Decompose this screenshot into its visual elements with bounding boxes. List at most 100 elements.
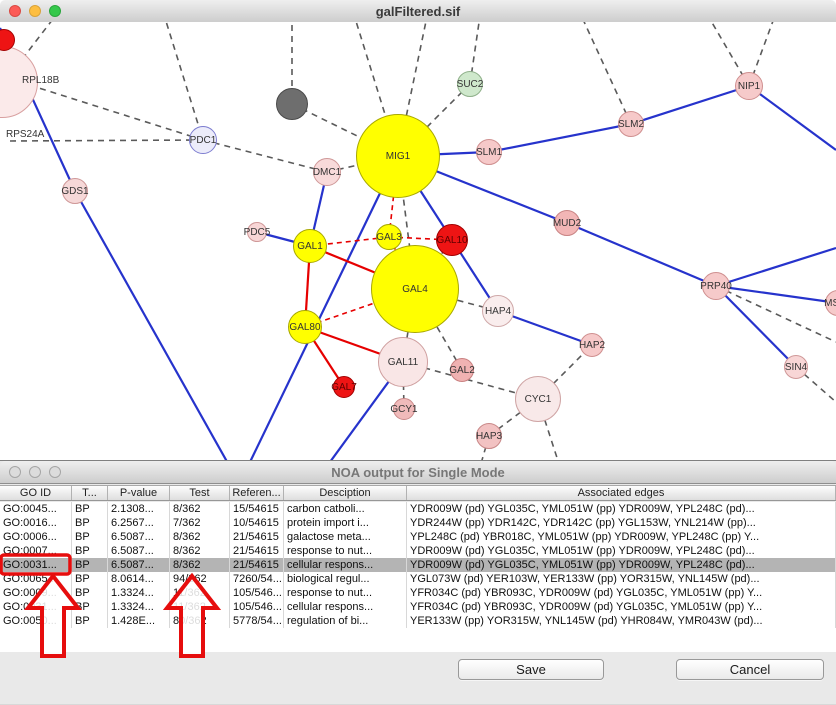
table-cell[interactable]: GO:0045... [0, 502, 72, 516]
graph-node-gal3[interactable]: GAL3 [376, 224, 402, 250]
column-header[interactable]: GO ID [0, 486, 72, 500]
column-header[interactable]: Referen... [230, 486, 284, 500]
table-cell[interactable]: 10/54615 [230, 516, 284, 530]
table-cell[interactable]: 6.5087... [108, 530, 170, 544]
table-cell[interactable]: 21/54615 [230, 544, 284, 558]
table-cell[interactable]: YGL073W (pd) YER103W, YER133W (pp) YOR31… [407, 572, 836, 586]
graph-node-gal11[interactable]: GAL11 [378, 337, 428, 387]
table-cell[interactable]: response to nut... [284, 544, 407, 558]
column-header[interactable]: T... [72, 486, 108, 500]
table-cell[interactable]: cellular respons... [284, 558, 407, 572]
graph-node-dmc1[interactable]: DMC1 [313, 158, 341, 186]
table-cell[interactable]: BP [72, 502, 108, 516]
graph-node-mig1[interactable]: MIG1 [356, 114, 440, 198]
table-cell[interactable]: 1.3324... [108, 586, 170, 600]
graph-node-dark-node[interactable] [276, 88, 308, 120]
save-button[interactable]: Save [458, 659, 604, 680]
graph-node-pdc5[interactable]: PDC5 [244, 222, 270, 242]
table-cell[interactable]: galactose meta... [284, 530, 407, 544]
zoom-button[interactable] [49, 466, 61, 478]
graph-node-gal10[interactable]: GAL10 [436, 224, 468, 256]
noa-window-titlebar[interactable]: NOA output for Single Mode [0, 461, 836, 484]
table-cell[interactable]: GO:0009... [0, 586, 72, 600]
graph-node-hap2[interactable]: HAP2 [579, 333, 605, 357]
table-cell[interactable]: 7260/54... [230, 572, 284, 586]
close-button[interactable] [9, 466, 21, 478]
table-cell[interactable]: 15/54615 [230, 502, 284, 516]
minimize-button[interactable] [29, 5, 41, 17]
graph-node-slm1[interactable]: SLM1 [476, 139, 502, 165]
table-cell[interactable]: BP [72, 600, 108, 614]
table-cell[interactable]: GO:0031... [0, 600, 72, 614]
table-cell[interactable]: BP [72, 516, 108, 530]
table-cell[interactable]: carbon catboli... [284, 502, 407, 516]
table-cell[interactable]: 105/546... [230, 600, 284, 614]
table-cell[interactable]: 8/362 [170, 502, 230, 516]
table-cell[interactable]: 1.3324... [108, 600, 170, 614]
graph-node-gal2[interactable]: GAL2 [449, 358, 475, 382]
table-cell[interactable]: GO:0050... [0, 614, 72, 628]
table-cell[interactable]: BP [72, 586, 108, 600]
table-cell[interactable]: YER133W (pp) YOR315W, YNL145W (pd) YHR08… [407, 614, 836, 628]
table-cell[interactable]: 11/362 [170, 600, 230, 614]
table-cell[interactable]: GO:0031... [0, 558, 72, 572]
table-cell[interactable]: 7/362 [170, 516, 230, 530]
table-cell[interactable]: YPL248C (pd) YBR018C, YML051W (pp) YDR00… [407, 530, 836, 544]
table-cell[interactable]: 94/362 [170, 572, 230, 586]
graph-node-hap3[interactable]: HAP3 [476, 423, 502, 449]
graph-node-hap4[interactable]: HAP4 [482, 295, 514, 327]
table-cell[interactable]: 8/362 [170, 530, 230, 544]
column-header[interactable]: Test [170, 486, 230, 500]
graph-node-gal4[interactable]: GAL4 [371, 245, 459, 333]
table-cell[interactable]: GO:0006... [0, 530, 72, 544]
close-button[interactable] [9, 5, 21, 17]
table-cell[interactable]: BP [72, 614, 108, 628]
column-header[interactable]: P-value [108, 486, 170, 500]
graph-node-pdc1[interactable]: PDC1 [189, 126, 217, 154]
table-cell[interactable]: BP [72, 544, 108, 558]
table-cell[interactable]: protein import i... [284, 516, 407, 530]
minimize-button[interactable] [29, 466, 41, 478]
table-cell[interactable]: 6.2567... [108, 516, 170, 530]
table-cell[interactable]: 8.0614... [108, 572, 170, 586]
table-cell[interactable]: GO:0065... [0, 572, 72, 586]
table-cell[interactable]: YDR009W (pd) YGL035C, YML051W (pp) YDR00… [407, 502, 836, 516]
graph-node-cyc1[interactable]: CYC1 [515, 376, 561, 422]
zoom-button[interactable] [49, 5, 61, 17]
table-cell[interactable]: YDR009W (pd) YGL035C, YML051W (pp) YDR00… [407, 544, 836, 558]
graph-node-gal7[interactable]: GAL7 [331, 376, 357, 398]
column-header[interactable]: Desciption [284, 486, 407, 500]
table-cell[interactable]: GO:0016... [0, 516, 72, 530]
graph-node-suc2[interactable]: SUC2 [457, 71, 483, 97]
table-cell[interactable]: YFR034C (pd) YBR093C, YDR009W (pd) YGL03… [407, 600, 836, 614]
network-window-titlebar[interactable]: galFiltered.sif [0, 0, 836, 23]
table-cell[interactable]: 21/54615 [230, 558, 284, 572]
graph-node-gcy1[interactable]: GCY1 [390, 398, 418, 420]
graph-node-gal80[interactable]: GAL80 [288, 310, 322, 344]
graph-node-nip1[interactable]: NIP1 [735, 72, 763, 100]
table-cell[interactable]: BP [72, 530, 108, 544]
table-cell[interactable]: 8/362 [170, 544, 230, 558]
graph-node-mud2[interactable]: MUD2 [553, 210, 581, 236]
table-cell[interactable]: cellular respons... [284, 600, 407, 614]
graph-node-prp40[interactable]: PRP40 [700, 272, 732, 300]
column-header[interactable]: Associated edges [407, 486, 836, 500]
graph-node-slm2[interactable]: SLM2 [618, 111, 644, 137]
cancel-button[interactable]: Cancel [676, 659, 824, 680]
table-cell[interactable]: 21/54615 [230, 530, 284, 544]
table-cell[interactable]: YFR034C (pd) YBR093C, YDR009W (pd) YGL03… [407, 586, 836, 600]
table-cell[interactable]: 6.5087... [108, 544, 170, 558]
table-cell[interactable]: 8/362 [170, 558, 230, 572]
table-cell[interactable]: 2.1308... [108, 502, 170, 516]
table-cell[interactable]: 80/362 [170, 614, 230, 628]
table-cell[interactable]: biological regul... [284, 572, 407, 586]
